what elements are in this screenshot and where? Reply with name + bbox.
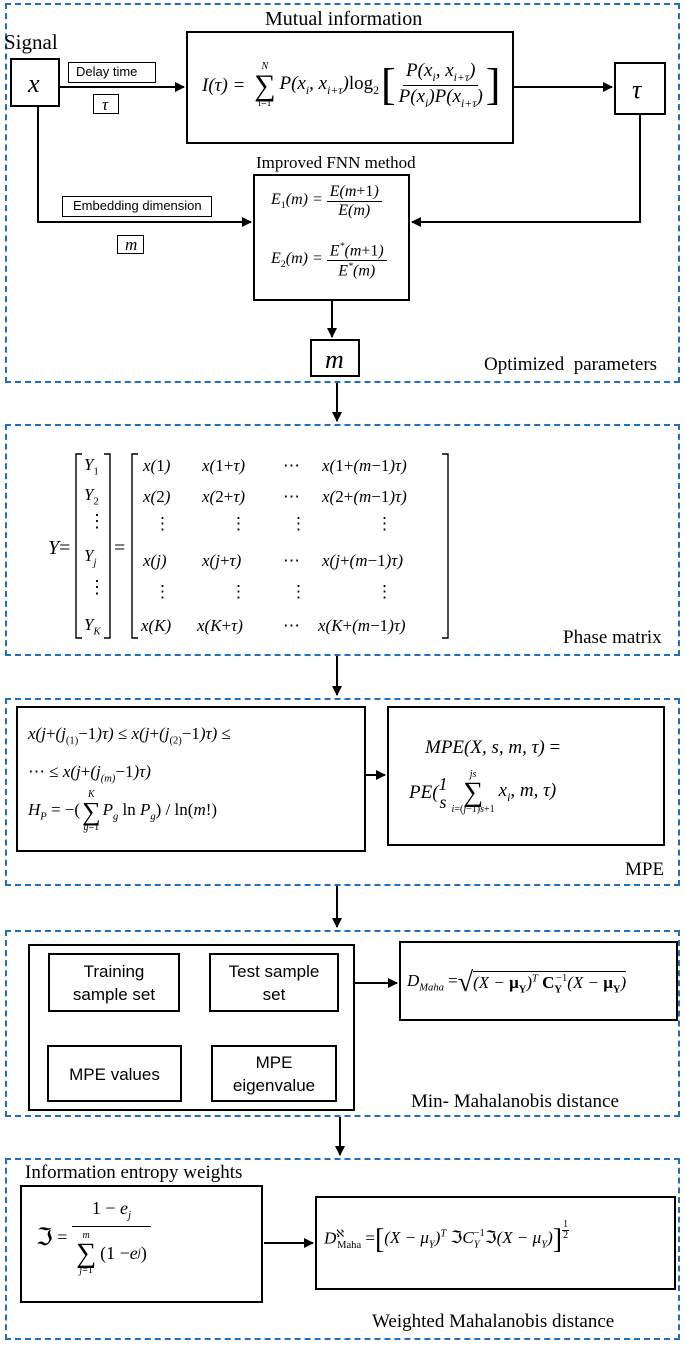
embedding-m-symbol: m	[125, 235, 138, 254]
mpe-values-label: MPE values	[69, 1065, 160, 1084]
delay-time-box: Delay time	[68, 62, 156, 83]
signal-x-symbol: x	[28, 69, 40, 98]
tau-output-box: τ	[614, 62, 666, 115]
permutation-entropy-formula: HP = −( K ∑ g=1 Pg ln Pg) / ln(m!)	[28, 789, 218, 834]
mahalanobis-distance-box: DMaha = √ (X − μY)T CY−1(X − μY)	[399, 941, 678, 1021]
signal-x-box: x	[10, 58, 60, 107]
phase-matrix-y: Y=	[48, 537, 71, 559]
section-phase-matrix	[5, 424, 680, 656]
ordinal-inequality-line1: x(j+(j(1)−1)τ) ≤ x(j+(j(2)−1)τ) ≤	[28, 724, 231, 747]
section-mahalanobis	[5, 930, 680, 1117]
training-sample-set-box: Training sample set	[48, 953, 180, 1012]
optimized-parameters-label: Optimized parameters	[484, 354, 658, 375]
mutual-info-title: Mutual information	[265, 8, 423, 30]
delay-tau-box: τ	[93, 94, 119, 114]
training-sample-set-label: Training sample set	[72, 962, 156, 1004]
ordinal-pattern-box: x(j+(j(1)−1)τ) ≤ x(j+(j(2)−1)τ) ≤ ⋯ ≤ x(…	[16, 706, 366, 852]
mpe-formula-line1: MPE(X, s, m, τ) =	[425, 737, 561, 758]
test-sample-set-box: Test sample set	[209, 953, 339, 1012]
information-entropy-title: Information entropy weights	[25, 1162, 243, 1183]
signal-label: Signal	[4, 30, 58, 54]
fnn-title: Improved FNN method	[256, 153, 416, 172]
section-optimized-parameters	[5, 3, 680, 383]
arrow-tau-to-fnn	[411, 115, 641, 227]
delay-tau-symbol: τ	[102, 95, 109, 114]
test-sample-set-label: Test sample set	[228, 962, 320, 1004]
min-mahalanobis-label: Min- Mahalanobis distance	[411, 1091, 619, 1112]
mahalanobis-distance-formula: DMaha = √ (X − μY)T CY−1(X − μY)	[407, 967, 627, 998]
mpe-eigenvalue-box: MPE eigenvalue	[211, 1045, 337, 1102]
embedding-dimension-label: Embedding dimension	[73, 198, 202, 213]
mpe-label: MPE	[625, 859, 665, 880]
mutual-info-formula: I(τ) = N ∑ i=1 P(xi, xi+τ)log2 [ P(xi, x…	[202, 60, 501, 110]
m-output-symbol: m	[325, 345, 344, 374]
mpe-values-box: MPE values	[47, 1045, 182, 1102]
fnn-e1-formula: E1(m) = E(m+1)E(m)	[271, 184, 382, 219]
delay-time-label: Delay time	[76, 64, 138, 79]
mutual-info-box: I(τ) = N ∑ i=1 P(xi, xi+τ)log2 [ P(xi, x…	[186, 31, 514, 144]
section-weighted-mahalanobis	[5, 1158, 680, 1340]
weighted-mahalanobis-label: Weighted Mahalanobis distance	[372, 1311, 615, 1332]
fnn-e2-formula: E2(m) = E*(m+1)E*(m)	[271, 242, 387, 280]
m-output-box: m	[310, 339, 360, 377]
fnn-box: E1(m) = E(m+1)E(m) E2(m) = E*(m+1)E*(m)	[253, 174, 410, 301]
embedding-m-box: m	[117, 235, 144, 254]
tau-output-symbol: τ	[632, 75, 642, 104]
phase-matrix-label: Phase matrix	[563, 627, 662, 648]
ordinal-inequality-line2: ⋯ ≤ x(j+(j(m)−1)τ)	[28, 762, 151, 785]
section-mpe	[5, 698, 680, 886]
embedding-dimension-box: Embedding dimension	[62, 196, 212, 217]
mpe-eigenvalue-label: MPE eigenvalue	[232, 1053, 316, 1095]
phase-matrix-equals: =	[114, 537, 126, 559]
arrow-x-to-fnn	[37, 107, 252, 227]
